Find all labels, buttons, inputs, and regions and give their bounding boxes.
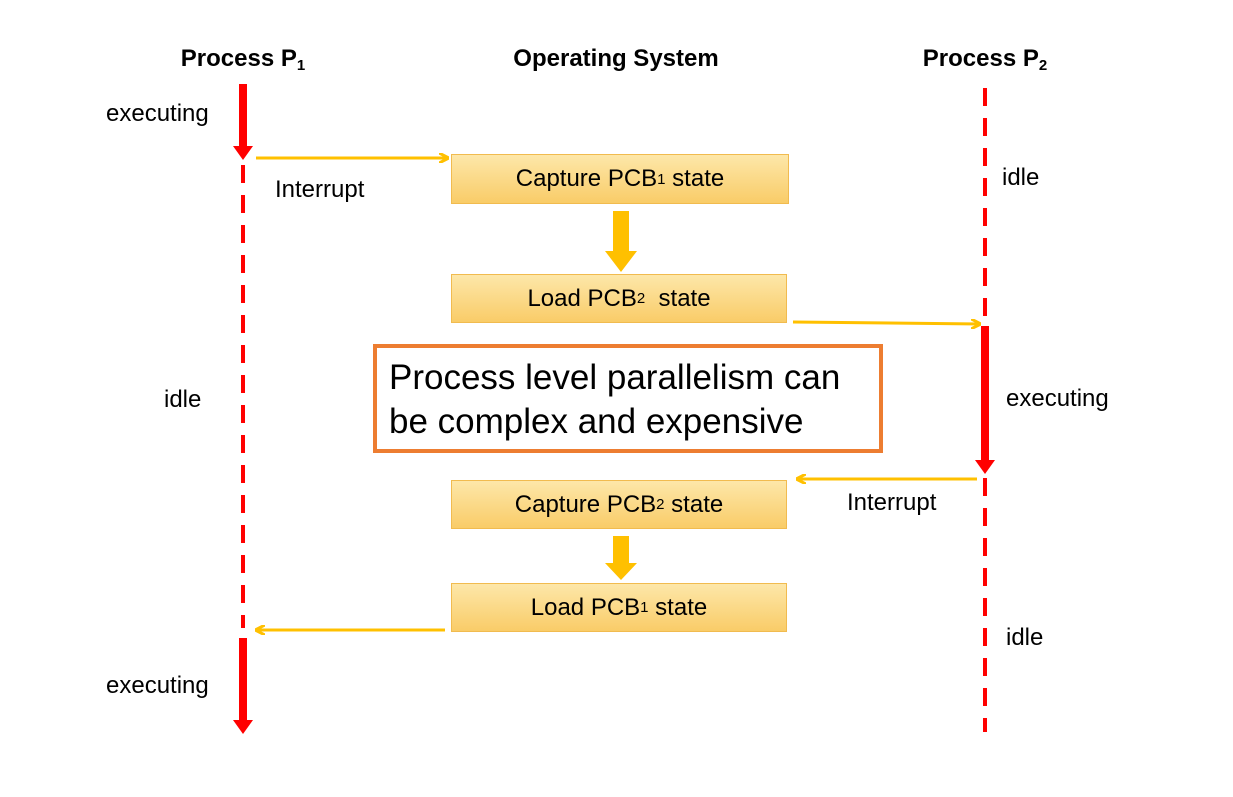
interrupt-label-p1: Interrupt xyxy=(275,176,365,203)
step-arrow-1-to-2 xyxy=(605,211,637,272)
p2-executing-arrowhead xyxy=(975,460,995,474)
p2-executing-label: executing xyxy=(1006,385,1109,412)
p1-executing-arrowhead-bottom xyxy=(233,720,253,734)
p1-idle-label: idle xyxy=(164,386,202,413)
heading-process-p1: Process P1 xyxy=(180,45,306,74)
step-arrow-3-to-4 xyxy=(605,536,637,580)
interrupt-label-p2: Interrupt xyxy=(847,489,937,516)
p2-idle-label-bottom: idle xyxy=(1006,624,1044,651)
callout-line-1: Process level parallelism can xyxy=(389,358,841,397)
p1-executing-arrowhead-top xyxy=(233,146,253,160)
dispatch-arrow-os-to-p2 xyxy=(792,322,980,324)
p1-executing-label-bottom: executing xyxy=(106,672,209,699)
heading-operating-system: Operating System xyxy=(513,45,719,72)
p2-idle-label-top: idle xyxy=(1002,164,1040,191)
p1-executing-label-top: executing xyxy=(106,100,209,127)
heading-process-p2: Process P2 xyxy=(922,45,1048,74)
callout-line-2: be complex and expensive xyxy=(389,402,804,441)
callout-note: Process level parallelism can be complex… xyxy=(373,344,883,453)
